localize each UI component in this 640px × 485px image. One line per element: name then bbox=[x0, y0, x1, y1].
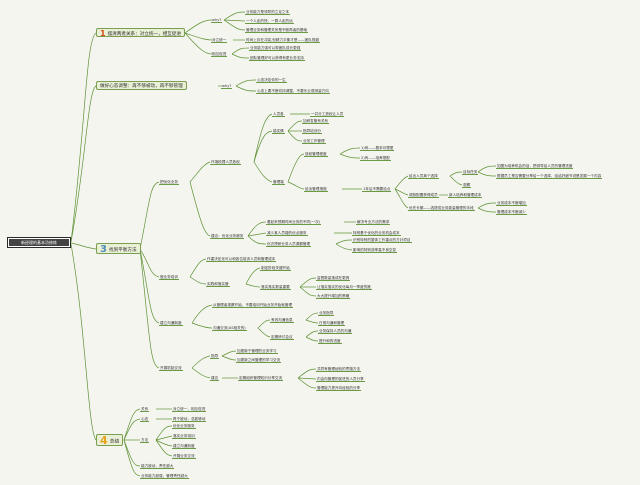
branch-3-label: 找到平衡方法 bbox=[108, 248, 137, 253]
branch-2-topic[interactable]: 做好心态调整：再不够被动，再不够管理 bbox=[96, 81, 187, 90]
b3-c4-a-item: 加更新之间管理的学习交流 bbox=[235, 358, 282, 363]
b3-c4-b-mid: 定期组织管理知识分享交流 bbox=[237, 376, 284, 381]
b3-mgmt-c: 给出人员离个选择 bbox=[408, 174, 439, 179]
b3-c3-a: 沟通交流(AS相关的) bbox=[212, 326, 247, 331]
b4-item: 心态 bbox=[139, 417, 150, 422]
b3-ability-item: 业务工作管理 bbox=[302, 139, 326, 144]
branch-3-number: 3 bbox=[100, 244, 107, 255]
b3-c1-b-item: 看起来预期时间业务的不同(一次) bbox=[265, 220, 322, 225]
b1-why-item: 管理业务和管理关系是不断再者的基础 bbox=[244, 28, 309, 33]
b3-c1-b-item: 化去预研业务人员源额管理 bbox=[265, 242, 312, 247]
b3-c4-b-item: 管理能力提升向经验的分享 bbox=[315, 386, 362, 391]
b3-c1-a-item: 能实情 bbox=[272, 129, 285, 134]
b3-c4-a-item: 加更新于管理的业务学习 bbox=[236, 349, 278, 354]
b3-mgmt-b-mid: 1年后不需要给点 bbox=[361, 187, 392, 192]
b3-mgmt-d-item: 新人培养和管理成本 bbox=[447, 193, 483, 198]
b3-mgmt-c-s1-item: 如图为培养机会的话，把领导给人员的管理进度 bbox=[495, 164, 574, 169]
b3-c4-b-item: 共同有管理经验的思路方法 bbox=[315, 367, 362, 372]
b4-mind: 再于被动，总能够动 bbox=[171, 417, 207, 422]
b3-people-item: 一并分工放权让人员 bbox=[309, 112, 345, 117]
b3-c3-a-subitem: 业务保持人员的沟通 bbox=[317, 329, 353, 334]
b4-method-item: 落实业务培训 bbox=[172, 434, 196, 439]
b3-c2-a: 实践和落实管 bbox=[206, 282, 230, 287]
b4-item: 关系 bbox=[139, 407, 150, 412]
b4-item: 方法 bbox=[139, 438, 150, 443]
b3-c1: 把优化业务 bbox=[159, 180, 179, 185]
b1-unity: 对立统一 bbox=[210, 38, 228, 43]
b3-mgmt-d: 调放配置获得成员 bbox=[408, 193, 439, 198]
b3-ability-item: 加研发管系关系 bbox=[301, 119, 330, 124]
b1-promote-item: 业务能力强可以带团队成长更强 bbox=[248, 46, 302, 51]
b3-c3-a-item: 定期研讨会议 bbox=[270, 335, 294, 340]
b3-c1-b-subitem: 影响的特别效率高不良空变 bbox=[351, 248, 398, 253]
root-topic[interactable]: 新经理的基本功修炼 bbox=[7, 237, 71, 248]
b3-ability-item: 指导培训分 bbox=[302, 129, 322, 134]
b3-c3-a-item: 有效沟通信息 bbox=[270, 318, 294, 323]
root-topic-label: 新经理的基本功修炼 bbox=[9, 239, 69, 246]
b3-c2-a-item: 落实落实数量重要 bbox=[260, 285, 291, 290]
b1-promote: 相互促进 bbox=[210, 52, 228, 57]
b3-c3-a-subitem: 业务指导 bbox=[317, 311, 335, 316]
b3-c4-b-item: 内由向管理的促进的人员分享 bbox=[316, 377, 365, 382]
b4-extra: 能力被动，责任越大 bbox=[139, 464, 175, 469]
b3-c2-a-subitem: 大大提升增加的策略 bbox=[315, 294, 351, 299]
b3-mgmt-c-s1-item: 根据员工是否需要分享给一个选择，给给好细节说是发展一个内容 bbox=[495, 174, 603, 179]
branch-2-label: 做好心态调整：再不够被动，再不够管理 bbox=[100, 84, 183, 89]
b3-c1-a: 环境梳理人员放权 bbox=[210, 160, 241, 165]
b2-why: why? bbox=[220, 84, 233, 89]
branch-4-number: 4 bbox=[100, 434, 108, 447]
b3-c2-a-item: 制定阶段关键开始 bbox=[260, 266, 291, 271]
branch-4-label: 总结 bbox=[109, 439, 120, 445]
b3-c4-a: 指导 bbox=[209, 354, 220, 359]
branch-1-label: 摆清两者关系：对立统一，相互促进 bbox=[107, 32, 182, 37]
b3-mgmt-a: 放权管理程度 bbox=[304, 152, 328, 157]
b4-rel: 对立统一，相互促进 bbox=[171, 407, 207, 412]
b3-c4-b: 建议 bbox=[209, 376, 220, 381]
b3-c3-top: 从管理者观察开始，不要培训开始业务开始就管理 bbox=[211, 303, 294, 308]
b3-c1-b-item: 减少某人员增的优点服务 bbox=[266, 231, 308, 236]
b3-c2-a-subitem: 监督数量落成在更具 bbox=[315, 276, 351, 281]
b1-why-item: 业务能力是领导的立足之本 bbox=[244, 10, 291, 15]
b3-c2-top: 作重决定化可以和各位培训人员和管理成本 bbox=[205, 257, 277, 262]
b3-c2: 做业务培训 bbox=[159, 275, 179, 280]
b3-c4: 开展机制交流 bbox=[159, 366, 183, 371]
b4-method-item: 建立沟通制度 bbox=[172, 444, 196, 449]
b3-c1-a-item: 人员各 bbox=[272, 112, 285, 117]
b3-mgmt-a-item: 2)有——培养搭配 bbox=[360, 156, 391, 161]
b2-why-item: 心态上要不断切持调整，不要乐云观测量方向 bbox=[256, 89, 330, 94]
b3-mgmt-e: 优先长期——选提成业务能量管理的手段 bbox=[408, 206, 475, 211]
b1-unity-item: 时间上存在冲突,但精力平衡才是——团队规避 bbox=[244, 38, 321, 43]
b2-why-item: 心态决定你的一生 bbox=[256, 78, 287, 83]
branch-1-number: 1 bbox=[100, 29, 106, 38]
b3-c3: 建立沟通制度 bbox=[159, 321, 183, 326]
b1-why: why? bbox=[210, 18, 223, 23]
b4-method-item: 开展业务交流 bbox=[172, 454, 196, 459]
b3-mgmt-e-item: 管理成本不断减少 bbox=[496, 210, 527, 215]
b1-why-item: 一个人走的快，一群人走的远 bbox=[245, 19, 294, 24]
b3-mgmt-e-item: 业务成本不断增加 bbox=[496, 201, 527, 206]
b3-c2-a-subitem: 让落实落实的优化每月一季度的推 bbox=[316, 285, 372, 290]
b3-mgmt-b: 给出管理措施 bbox=[304, 187, 328, 192]
b4-method-item: 优化业务服务 bbox=[172, 424, 196, 429]
b3-c1-b-subitem: 特别基于优化的业务机会成本 bbox=[352, 231, 401, 236]
b4-extra: 业务能力越强，管理责任越大 bbox=[140, 474, 189, 479]
b3-mgmt-c-s1: 目标任务 bbox=[461, 170, 479, 175]
b3-c1-b-subitem: 解决专业方法的需求 bbox=[355, 220, 391, 225]
b1-promote-item: 团队管理好可以获得有更业务支持 bbox=[249, 56, 305, 61]
b3-c1-a-item: 管理端 bbox=[272, 180, 285, 185]
b3-c1-b-subitem: 识别特别的整体工作重点的方针项目 bbox=[352, 238, 411, 243]
b3-mgmt-a-item: 1)有——基本可理更 bbox=[359, 146, 395, 151]
b3-c3-a-subitem: 提升和的进度 bbox=[318, 339, 342, 344]
b3-c3-a-subitem: 日常沟通和管理 bbox=[317, 321, 346, 326]
b3-mgmt-c-s2: 观察 bbox=[461, 183, 472, 188]
b3-c1-b: 建议：优化业务服务 bbox=[209, 234, 245, 239]
